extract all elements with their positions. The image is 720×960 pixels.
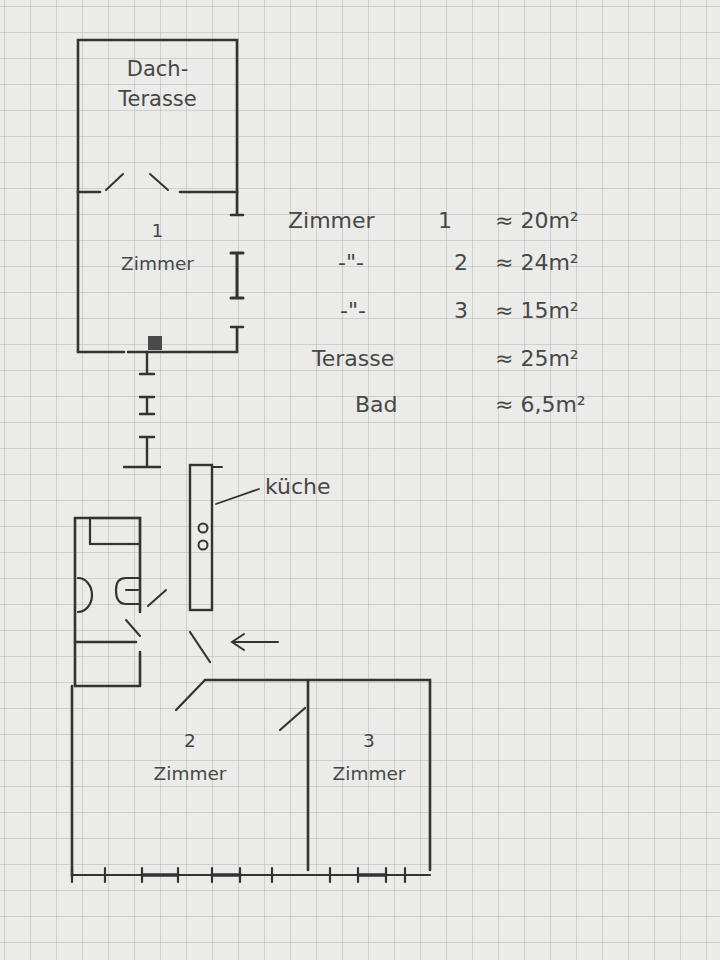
room-name: Dach- Terasse (102, 54, 214, 115)
walls (72, 40, 430, 882)
plan-label: ≈ 25m² (495, 346, 579, 372)
room-number: 2 (72, 728, 308, 755)
plan-label: Bad (355, 392, 398, 418)
room-name: Zimmer (308, 761, 430, 788)
room-name: Zimmer (72, 761, 308, 788)
room-name: Zimmer (78, 251, 237, 278)
room-number: 3 (308, 728, 430, 755)
room-number: 1 (78, 218, 237, 245)
plan-label: 1 (438, 208, 452, 234)
plan-label: Terasse (312, 346, 394, 372)
plan-label: ≈ 6,5m² (495, 392, 586, 418)
plan-label: 2 (454, 250, 468, 276)
plan-label: ≈ 15m² (495, 298, 579, 324)
plan-label: ≈ 24m² (495, 250, 579, 276)
plan-label: -"- (338, 250, 364, 276)
plan-label: 3 (454, 298, 468, 324)
room-area: 3Zimmer (308, 680, 430, 870)
room-area: Dach- Terasse (78, 40, 237, 192)
plan-label: küche (265, 474, 331, 500)
room-area: 1Zimmer (78, 192, 237, 352)
room-area: 2Zimmer (72, 680, 308, 870)
plan-label: -"- (340, 298, 366, 324)
chimney-square (148, 336, 162, 350)
plan-label: Zimmer (288, 208, 375, 234)
plan-label: ≈ 20m² (495, 208, 579, 234)
